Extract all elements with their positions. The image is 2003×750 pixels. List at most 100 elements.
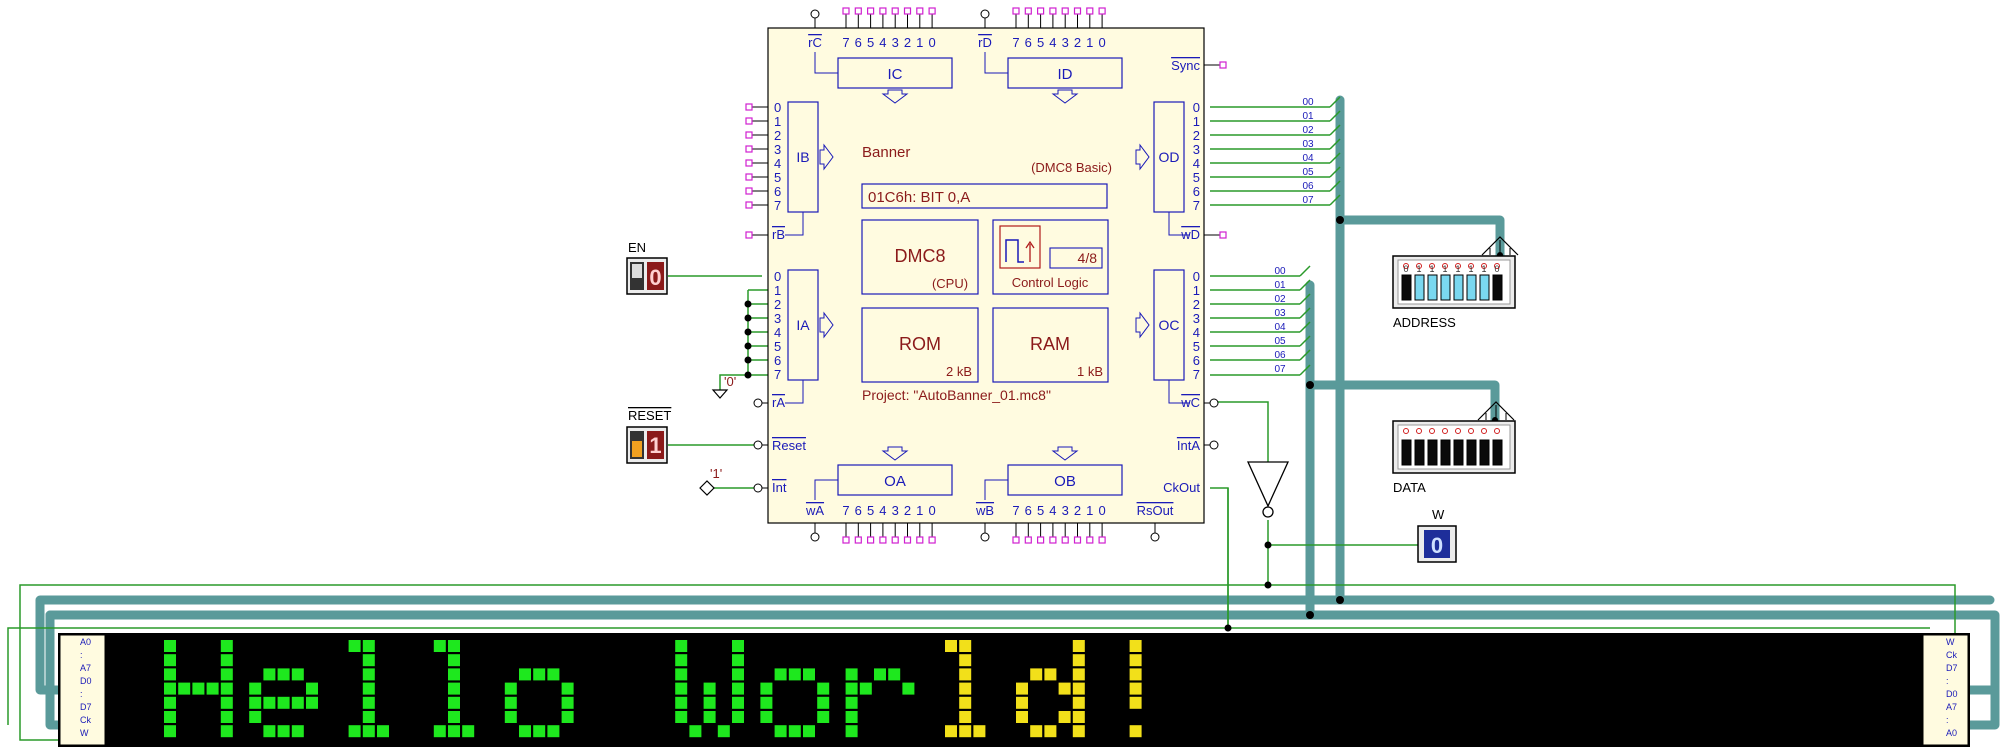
data-led-icon [1455, 428, 1461, 434]
bus-label: 00 [1274, 266, 1286, 277]
cpu-label: DMC8 [894, 246, 945, 266]
led-pixel [249, 682, 262, 695]
led-pixel [1072, 668, 1085, 681]
led-pixel [760, 696, 773, 709]
pin-bubble [810, 9, 820, 19]
led-pixel [760, 711, 773, 723]
side-digit: 7 [1193, 198, 1200, 213]
led-pixel [803, 668, 815, 681]
led-pixel [959, 668, 972, 681]
rom-label: ROM [899, 334, 941, 354]
ram-block [992, 307, 1109, 383]
pin-terminal [903, 536, 912, 544]
side-digit: 4 [1193, 156, 1200, 171]
bit-digit: 5 [1037, 503, 1044, 518]
side-digit: 6 [774, 353, 781, 368]
reset-switch[interactable] [626, 426, 668, 464]
led-pixel [164, 668, 176, 681]
left-connector-pin: D0 [80, 676, 92, 686]
en-switch[interactable] [626, 257, 668, 295]
reset-label: RESET [628, 408, 671, 423]
right-connector-pin: W [1946, 637, 1955, 647]
bus-label: 01 [1274, 280, 1286, 291]
pin-terminal [745, 201, 753, 209]
pin-terminal [854, 536, 862, 544]
bit-digit: 4 [1049, 35, 1056, 50]
side-digit: 5 [774, 170, 781, 185]
side-digit: 2 [1193, 128, 1200, 143]
bit-digit: 0 [1098, 35, 1105, 50]
banner-chip-body [767, 27, 1205, 524]
pin-wc: wC [1180, 395, 1200, 410]
led-pixel [959, 725, 972, 738]
led-banner-display [58, 633, 1970, 747]
bit-digit: 2 [904, 35, 911, 50]
data-bit-cell [1401, 439, 1412, 466]
bus-label: 02 [1274, 294, 1286, 305]
address-led-icon [1442, 263, 1448, 269]
address-led-icon [1429, 263, 1435, 269]
ic-arrow-icon [881, 89, 909, 104]
bit-digit: 3 [1062, 503, 1069, 518]
led-pixel [1044, 668, 1057, 681]
led-pixel [1072, 682, 1085, 695]
pin-sync: Sync [1171, 58, 1200, 73]
bus-label: 01 [1302, 111, 1314, 122]
pin-terminal [842, 536, 850, 544]
const-one: '1' [710, 466, 722, 481]
pin-terminal [1036, 7, 1045, 15]
led-pixel [263, 668, 276, 681]
bottom-pins [810, 523, 1160, 544]
step-counter-box [1049, 247, 1103, 269]
led-pixel [362, 654, 375, 667]
side-digit: 6 [1193, 353, 1200, 368]
id-port-label: ID [1058, 66, 1073, 83]
led-pixel [1030, 725, 1043, 738]
bit-digit: 1 [916, 503, 923, 518]
led-pixel [874, 668, 886, 681]
pin-terminal [745, 103, 753, 111]
left-connector-pin: A7 [80, 663, 91, 673]
bit-digit: 0 [928, 503, 935, 518]
side-digit: 7 [774, 367, 781, 382]
bit-digit: 2 [1074, 503, 1081, 518]
pin-bubble [1209, 440, 1219, 450]
led-pixel [817, 682, 830, 695]
led-pixel [1129, 654, 1142, 667]
led-pixel [675, 711, 688, 723]
pin-terminal [866, 536, 875, 544]
oc-port-label: OC [1159, 317, 1180, 333]
data-led-icon [1429, 428, 1435, 434]
led-pixel [362, 668, 375, 681]
led-pixel [1016, 711, 1028, 723]
address-label: ADDRESS [1393, 315, 1456, 330]
led-pixel [732, 682, 744, 695]
address-bit-value: 1 [1468, 264, 1473, 274]
led-pixel [164, 725, 176, 738]
cpu-sublabel: (CPU) [932, 276, 968, 291]
side-digit: 0 [774, 269, 781, 284]
led-pixel [1030, 668, 1043, 681]
led-pixel [817, 711, 830, 723]
pin-terminal [891, 7, 899, 15]
pin-terminal [745, 117, 753, 125]
pin-terminal [1219, 231, 1227, 239]
pin-terminal [842, 7, 850, 15]
led-pixel [845, 668, 858, 681]
pin-bubble [753, 398, 763, 408]
led-pixel [277, 725, 290, 738]
led-pixel [220, 682, 233, 695]
led-pixel [164, 711, 176, 723]
left-pins [745, 103, 768, 493]
pin-rb: rB [772, 227, 785, 242]
led-pixel [689, 725, 702, 738]
display-right-connector [1922, 634, 1969, 746]
bit-digit: 5 [1037, 35, 1044, 50]
bit-digit: 0 [928, 35, 935, 50]
led-pixel [888, 668, 901, 681]
led-pixel [945, 725, 957, 738]
